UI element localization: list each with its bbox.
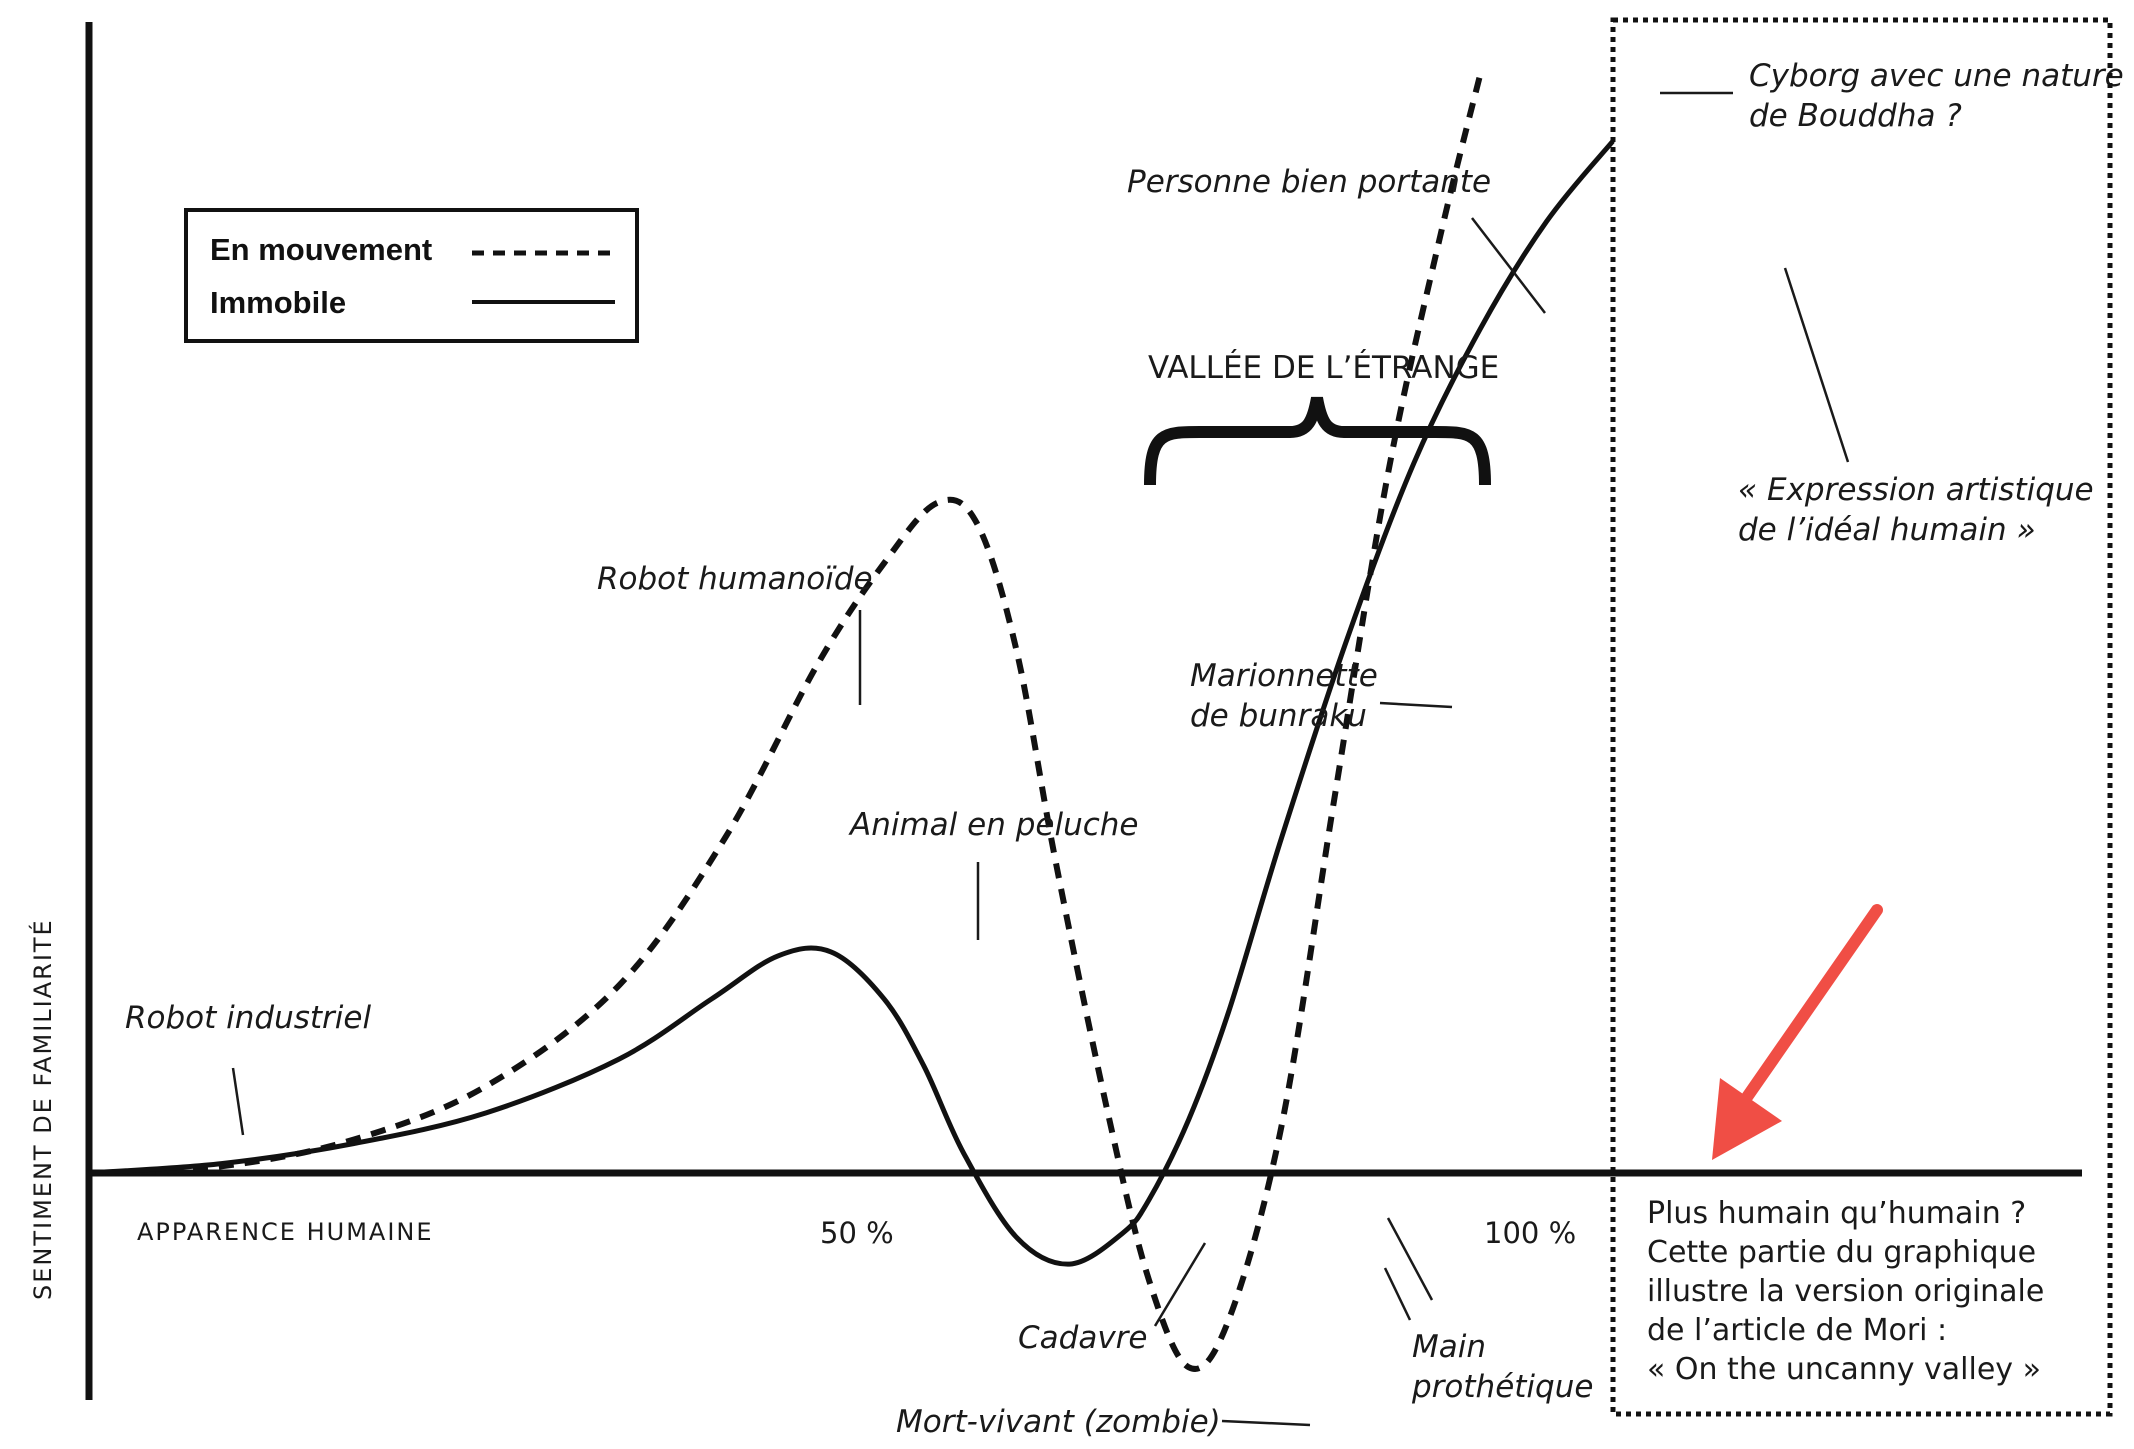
label-marionnette-2: de bunraku xyxy=(1190,698,1367,734)
note-box xyxy=(1610,17,2113,1417)
label-robot-humanoide: Robot humanoïde xyxy=(597,561,873,597)
label-animal-en-peluche: Animal en peluche xyxy=(848,807,1138,843)
leader-robot-industriel xyxy=(231,1067,245,1136)
x-tick-100: 100 % xyxy=(1484,1216,1576,1250)
label-expression-2: de l’idéal humain » xyxy=(1738,512,2036,548)
y-axis-label: SENTIMENT DE FAMILIARITÉ xyxy=(28,918,57,1300)
label-expression-1: « Expression artistique xyxy=(1738,472,2094,508)
legend-label-en-mouvement: En mouvement xyxy=(210,232,432,267)
series-line-en-mouvement xyxy=(88,73,1484,1372)
note-line-4: de l’article de Mori : xyxy=(1647,1313,1947,1348)
note-line-1: Plus humain qu’humain ? xyxy=(1647,1196,2026,1231)
red-arrow-shaft xyxy=(1739,904,1883,1106)
red-arrow-head xyxy=(1712,1078,1782,1160)
label-marionnette-1: Marionnette xyxy=(1190,658,1378,694)
label-cyborg-2: de Bouddha ? xyxy=(1749,98,1962,134)
legend-label-immobile: Immobile xyxy=(210,285,346,320)
label-personne-bien-portante: Personne bien portante xyxy=(1127,164,1491,200)
red-arrow-icon xyxy=(1712,904,1883,1160)
series-line-immobile xyxy=(88,139,1615,1267)
leader-personne-bien-portante xyxy=(1471,217,1546,314)
leader-cadavre xyxy=(1153,1242,1207,1327)
x-tick-50: 50 % xyxy=(820,1216,894,1250)
label-cyborg-1: Cyborg avec une nature xyxy=(1749,58,2124,94)
valley-brace xyxy=(1144,396,1491,486)
note-line-2: Cette partie du graphique xyxy=(1647,1235,2036,1270)
legend: En mouvement Immobile xyxy=(184,208,639,343)
x-axis-label: APPARENCE HUMAINE xyxy=(137,1218,434,1246)
leader-main-prothetique-1 xyxy=(1386,1217,1434,1301)
note-line-5: « On the uncanny valley » xyxy=(1647,1352,2041,1387)
legend-box xyxy=(184,208,639,343)
leader-main-prothetique-2 xyxy=(1383,1267,1412,1321)
leader-marionnette xyxy=(1379,701,1453,709)
label-robot-industriel: Robot industriel xyxy=(125,1000,371,1036)
leader-expression xyxy=(1783,267,1850,463)
label-main-1: Main xyxy=(1412,1329,1486,1365)
label-cadavre: Cadavre xyxy=(1018,1320,1147,1356)
label-main-2: prothétique xyxy=(1411,1369,1593,1405)
note-line-3: illustre la version originale xyxy=(1647,1274,2044,1309)
label-mort-vivant: Mort-vivant (zombie) xyxy=(896,1404,1221,1440)
leader-mort-vivant xyxy=(1221,1419,1311,1427)
valley-label: VALLÉE DE L’ÉTRANGE xyxy=(1148,350,1499,386)
